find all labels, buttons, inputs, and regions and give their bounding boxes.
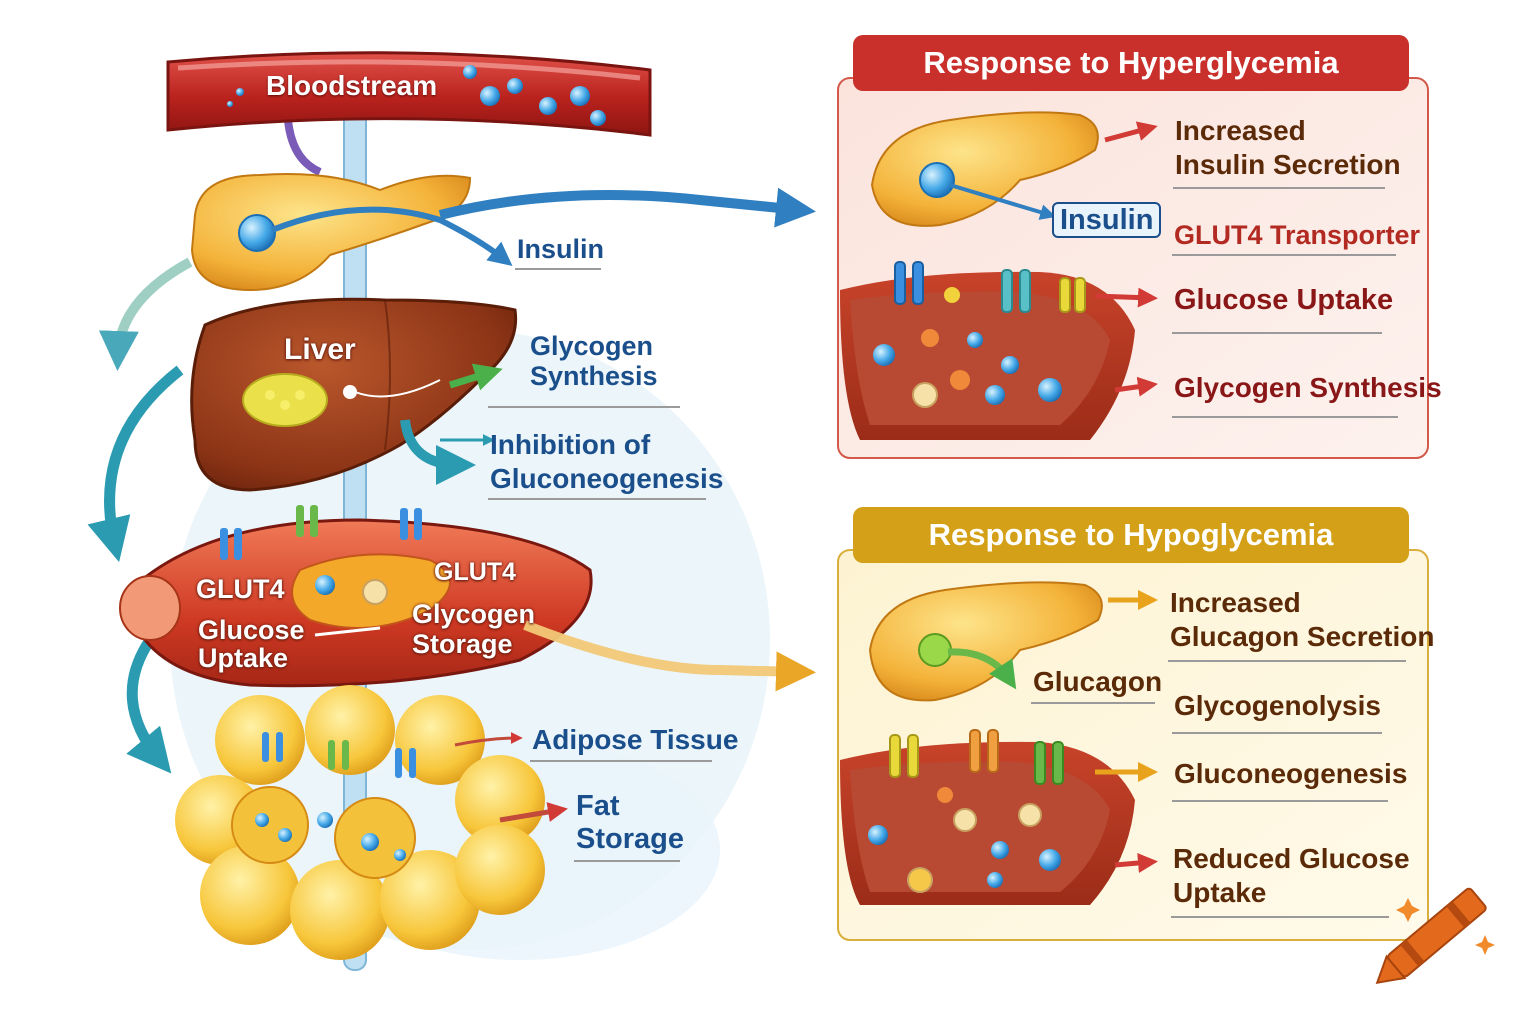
hypo-item-1-underline: [1168, 660, 1406, 662]
insulin-label: Insulin: [517, 234, 604, 264]
hyper-item-2: GLUT4 Transporter: [1174, 220, 1421, 250]
muscle-tissue: [119, 518, 593, 688]
glucose-uptake-arrow: [314, 626, 381, 637]
hypo-glucagon-underline: [1031, 702, 1155, 704]
hyper-insulin-tag: Insulin: [1052, 202, 1162, 239]
fat-storage-label: Fat Storage: [576, 790, 684, 856]
hypo-item-1: Increased Glucagon Secretion: [1170, 587, 1435, 652]
adipose-tissue-label: Adipose Tissue: [532, 724, 739, 755]
crayon-icon: [1375, 887, 1487, 984]
hypo-panel-title: Response to Hypoglycemia: [928, 517, 1334, 552]
side-arrow-1: [98, 257, 193, 371]
hypo-item-2-underline: [1172, 732, 1382, 734]
hyper-item-1: Increased Insulin Secretion: [1175, 115, 1401, 180]
hypo-item-4: Reduced Glucose Uptake: [1173, 843, 1410, 908]
insulin-underline: [515, 268, 601, 270]
hypo-title-bar: [853, 507, 1409, 563]
insulin-arrow: [270, 206, 513, 266]
hypo-arrow-4: [1114, 853, 1158, 873]
adipose-underline: [530, 760, 712, 762]
hyper-arrow-4: [1114, 376, 1158, 397]
fat-storage-underline: [574, 860, 680, 862]
hypo-item-3-underline: [1172, 800, 1388, 802]
hypo-item-2: Glycogenolysis: [1174, 690, 1381, 721]
hyper-item-3-underline: [1172, 332, 1382, 334]
glycogen-synthesis-arrow: [448, 363, 503, 391]
inhibition-label: Inhibition of Gluconeogenesis: [490, 429, 724, 494]
hyper-item-2-underline: [1172, 254, 1396, 256]
hypo-tissue: [840, 729, 1135, 905]
hyper-item-4-underline: [1172, 416, 1398, 418]
hypo-item-4-underline: [1171, 916, 1389, 918]
side-arrow-3: [126, 636, 172, 774]
glycogen-storage-label: Glycogen Storage: [412, 599, 536, 659]
muscle-glut4-channels: [220, 505, 422, 560]
gluconeogenesis-arrow: [400, 419, 476, 485]
to-hyper-panel-arrow: [438, 187, 816, 228]
side-arrow-2: [87, 365, 184, 563]
hyper-item-3: Glucose Uptake: [1174, 284, 1394, 316]
bloodstream-vessel: [166, 51, 652, 137]
fat-storage-arrow: [499, 802, 568, 823]
hyper-panel-title: Response to Hyperglycemia: [923, 45, 1339, 80]
hyper-panel: [837, 35, 1429, 459]
hyper-arrow-3: [1094, 287, 1158, 308]
glycogen-synthesis-underline: [488, 406, 680, 408]
to-hypo-panel-arrow: [523, 620, 816, 692]
hyper-item-4: Glycogen Synthesis: [1174, 372, 1442, 403]
adipose-tissue: [175, 685, 545, 960]
sparkle-icon: [1396, 898, 1495, 955]
inhibition-underline: [488, 498, 706, 500]
hyper-tissue: [840, 261, 1135, 440]
hyper-item-1-underline: [1173, 187, 1385, 189]
hypo-glucagon-tag: Glucagon: [1033, 666, 1163, 697]
liver-organ: [190, 297, 518, 492]
hypo-panel: [837, 507, 1429, 941]
hyper-arrow-1: [1104, 121, 1158, 143]
pancreas-left: [190, 173, 472, 292]
glucose-uptake-label: Glucose Uptake: [198, 615, 305, 674]
glycogen-synthesis-label: Glycogen Synthesis: [530, 331, 658, 391]
muscle-glut4-left-label: GLUT4: [196, 574, 285, 604]
hyper-pancreas: [870, 111, 1099, 227]
adipose-arrow: [454, 732, 523, 747]
hyper-title-bar: [853, 35, 1409, 91]
hypo-pancreas: [868, 581, 1103, 702]
hypo-item-3: Gluconeogenesis: [1174, 758, 1408, 789]
muscle-glut4-right-label: GLUT4: [434, 558, 516, 586]
purple-connector: [284, 119, 322, 176]
liver-label: Liver: [284, 333, 356, 366]
bloodstream-label: Bloodstream: [266, 70, 438, 101]
